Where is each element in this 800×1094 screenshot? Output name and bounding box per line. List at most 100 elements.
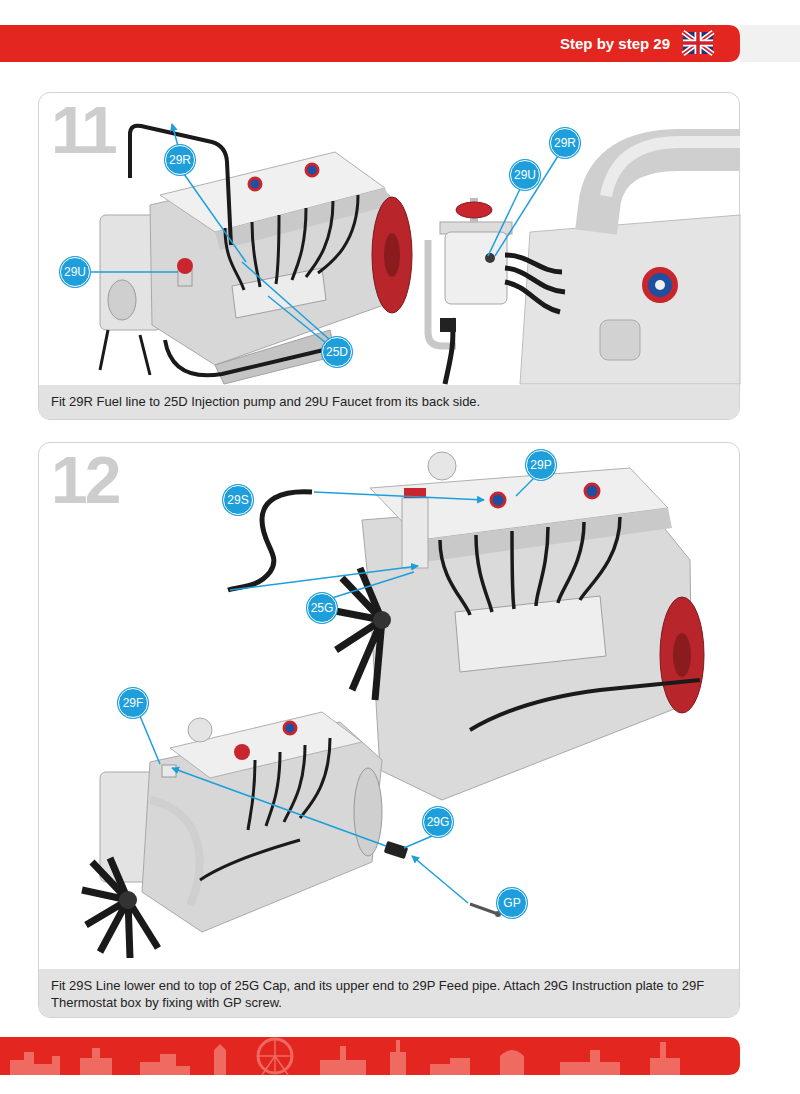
callout-circle: 29U [510, 160, 540, 190]
leader-line [172, 124, 178, 146]
leader-line [332, 572, 414, 598]
engine-illustration [108, 280, 136, 320]
engine-illustration [188, 718, 212, 742]
engine-illustration [215, 188, 392, 250]
engine-illustration [284, 722, 296, 734]
engine-illustration [585, 484, 599, 498]
engine-illustration [142, 722, 382, 932]
engine-illustration [150, 160, 398, 365]
uk-flag [683, 32, 713, 54]
callout-circle: 29U [60, 257, 90, 287]
leader-line [314, 492, 484, 500]
caption-band: Fit 29S Line lower end to top of 25G Cap… [39, 969, 739, 1018]
callout-number: 29R [554, 136, 576, 150]
footer-band [10, 1040, 680, 1075]
uk-flag [683, 32, 713, 54]
closeup-illustration [470, 198, 478, 222]
engine-illustration [491, 493, 505, 507]
leader-line [516, 478, 534, 496]
engine-illustration [234, 744, 250, 760]
engine-illustration [362, 498, 692, 800]
leader-line [140, 716, 160, 764]
engine-illustration [130, 126, 231, 245]
callout-circle: 29R [550, 128, 580, 158]
closeup-illustration [445, 255, 565, 384]
engine-illustration [225, 195, 358, 290]
leader-line [184, 174, 246, 262]
leader-line [230, 566, 418, 590]
leader-line [242, 262, 330, 340]
callout-circle: GP [497, 888, 527, 918]
closeup-illustration [428, 142, 740, 384]
engine-illustration [248, 738, 330, 830]
uk-flag [683, 32, 713, 54]
callout-circle: 25D [322, 337, 352, 367]
closeup-illustration [645, 270, 675, 300]
engine-illustration [428, 452, 456, 480]
callout-circle: 29G [423, 807, 453, 837]
hose-part [228, 492, 312, 590]
engine-illustration [100, 772, 166, 882]
header-band [0, 25, 800, 62]
callout-number: 25D [326, 345, 348, 359]
engine-illustration [178, 270, 192, 286]
closeup-illustration [485, 253, 495, 263]
engine-illustration [404, 488, 426, 498]
engine-illustration [165, 340, 332, 375]
callout-number: 29U [64, 265, 86, 279]
engine-illustration [330, 452, 704, 800]
callout-circle: 29S [223, 485, 253, 515]
uk-flag [683, 32, 713, 54]
uk-flag [683, 32, 713, 54]
engine-illustration [249, 178, 261, 190]
engine-illustration [440, 517, 620, 615]
callout-number: 25G [311, 601, 334, 615]
callout-number: GP [503, 896, 520, 910]
engine-illustration [673, 633, 691, 677]
step-panel: 12 29P 29S 25G 29F 29G GP Fit 29S Line lower en… [38, 442, 740, 1018]
engine-illustration [82, 712, 382, 958]
footer-band [258, 1039, 292, 1075]
leader-line [488, 189, 520, 256]
engine-illustration [200, 840, 300, 880]
leader-line [412, 856, 468, 903]
callout-number: 29P [530, 458, 551, 472]
caption-text: Fit 29S Line lower end to top of 25G Cap… [51, 977, 727, 1011]
engine-illustration [470, 680, 700, 730]
engine-illustration [215, 330, 336, 384]
step-panel: 1129R29R29U29U25DFit 29R Fuel line to 25… [38, 92, 740, 420]
engine-illustration [232, 268, 326, 318]
closeup-illustration [520, 215, 740, 384]
uk-flag [683, 32, 713, 54]
callout-number: 29G [427, 815, 450, 829]
engine-illustration [100, 215, 162, 330]
engine-illustration [162, 765, 176, 777]
engine-illustration [455, 596, 606, 672]
engine-illustration [330, 568, 382, 700]
engine-illustration [119, 891, 137, 909]
callout-circle: 25G [307, 593, 337, 623]
engine-illustration [82, 858, 158, 958]
leader-line [404, 836, 432, 848]
footer-band [0, 1037, 740, 1075]
caption-band: Fit 29R Fuel line to 25D Injection pump … [39, 385, 739, 419]
page-title: Step by step 29 [560, 35, 670, 53]
caption-text: Fit 29R Fuel line to 25D Injection pump … [51, 393, 727, 410]
header-band [0, 25, 740, 62]
plate-part [384, 841, 409, 859]
step-number: 11 [51, 95, 115, 165]
closeup-illustration [456, 202, 492, 218]
closeup-illustration [600, 320, 640, 360]
callout-circle: 29P [526, 450, 556, 480]
engine-illustration [354, 768, 382, 856]
leader-line [172, 768, 386, 846]
callout-number: 29U [514, 168, 536, 182]
closeup-illustration [440, 222, 512, 234]
step-number: 12 [51, 445, 118, 515]
closeup-illustration [428, 240, 456, 346]
engine-illustration [150, 800, 200, 905]
callout-circle: 29F [118, 688, 148, 718]
leader-line [89, 124, 558, 916]
